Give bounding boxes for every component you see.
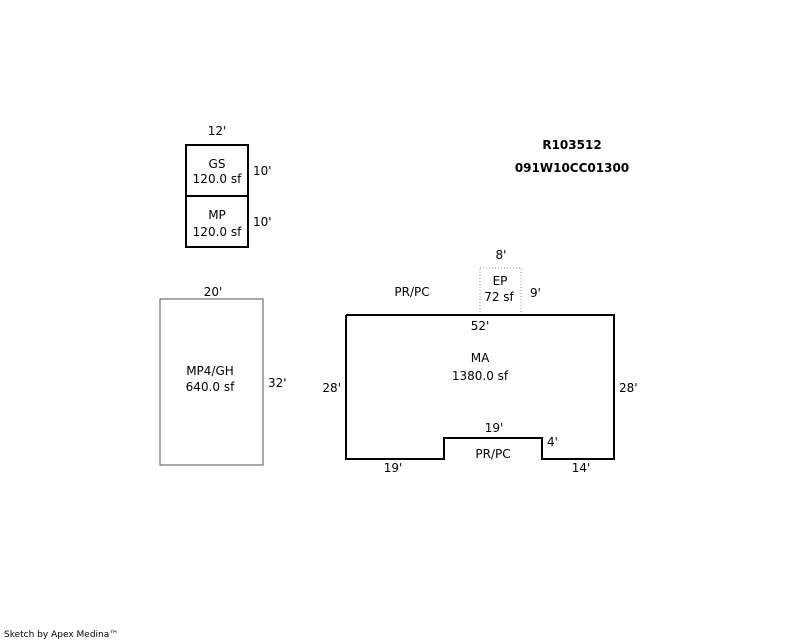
gs-height-label: 10' [253, 164, 272, 178]
mp-code-label: MP [208, 208, 226, 222]
ep-code-label: EP [493, 274, 508, 288]
mp4gh-section-outline [159, 298, 264, 466]
ma-top-dimension: 52' [471, 319, 490, 333]
ma-section-outline [345, 314, 615, 460]
ma-area-label: 1380.0 sf [452, 369, 509, 383]
ma-notch-depth: 4' [547, 435, 558, 449]
ma-left-dimension: 28' [322, 381, 341, 395]
ma-right-dimension: 28' [619, 381, 638, 395]
ma-code-label: MA [471, 351, 490, 365]
ep-area-label: 72 sf [484, 290, 514, 304]
porch-label-top: PR/PC [394, 285, 429, 299]
porch-label-bottom: PR/PC [475, 447, 510, 461]
gs-width-label: 12' [208, 124, 227, 138]
ep-width-label: 8' [496, 248, 507, 262]
ep-height-label: 9' [530, 286, 541, 300]
mp4gh-area-label: 640.0 sf [186, 380, 235, 394]
ma-notch-width: 19' [485, 421, 504, 435]
sketch-credit: Sketch by Apex Medina™ [4, 630, 118, 640]
map-number: 091W10CC01300 [515, 161, 629, 175]
ma-bottom-left-dimension: 19' [384, 461, 403, 475]
ma-bottom-right-dimension: 14' [572, 461, 591, 475]
parcel-id: R103512 [542, 138, 601, 152]
gs-area-label: 120.0 sf [193, 172, 242, 186]
mp4gh-height-label: 32' [268, 376, 287, 390]
mp4gh-width-label: 20' [204, 285, 223, 299]
mp4gh-code-label: MP4/GH [186, 364, 234, 378]
mp-section-outline [185, 195, 249, 248]
mp-area-label: 120.0 sf [193, 225, 242, 239]
gs-code-label: GS [209, 157, 226, 171]
mp-height-label: 10' [253, 215, 272, 229]
